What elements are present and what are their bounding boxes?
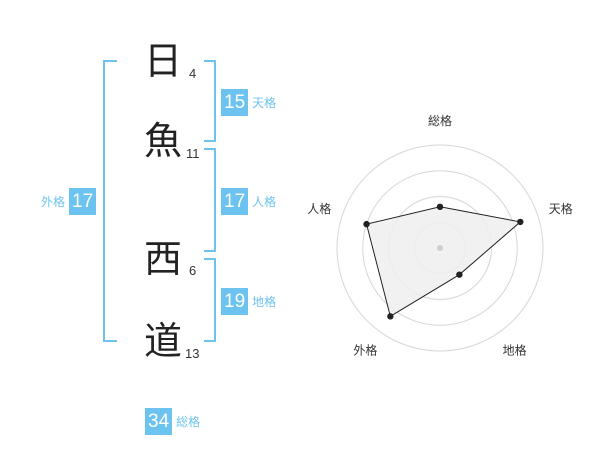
gaikaku-badge: 外格 17	[41, 188, 97, 215]
radar-point	[517, 218, 524, 226]
tenkaku-badge: 15 天格	[221, 89, 276, 116]
chikaku-label: 地格	[252, 295, 277, 309]
radar-ring	[362, 170, 518, 326]
radar-point	[387, 313, 394, 320]
tenkaku-bracket	[204, 60, 216, 142]
gaikaku-value: 17	[69, 188, 97, 215]
chikaku-bracket	[204, 258, 216, 342]
soukaku-label: 総格	[176, 415, 201, 429]
stroke-count-1: 4	[189, 66, 197, 81]
stroke-count-3: 6	[189, 263, 197, 278]
name-char-1: 日	[144, 39, 183, 83]
chikaku-badge: 19 地格	[221, 288, 276, 315]
radar-axis-label: 人格	[307, 201, 331, 216]
stroke-count-4: 13	[185, 346, 200, 361]
soukaku-value: 34	[145, 408, 173, 435]
radar-series-area	[365, 206, 522, 318]
radar-point	[363, 220, 370, 228]
jinkaku-bracket	[204, 148, 216, 252]
jinkaku-value: 17	[221, 188, 249, 215]
gaikaku-label: 外格	[41, 195, 66, 209]
tenkaku-value: 15	[221, 89, 249, 116]
stroke-count-2: 11	[186, 146, 200, 161]
name-char-3: 西	[144, 237, 183, 281]
name-char-4: 道	[144, 319, 183, 363]
name-char-2: 魚	[144, 119, 183, 163]
radar-axis-label: 地格	[503, 343, 527, 358]
radar-point	[436, 203, 444, 210]
radar-center-dot	[437, 245, 443, 251]
gaikaku-bracket	[103, 60, 117, 342]
soukaku-badge: 34 総格	[145, 408, 200, 435]
radar-axis-label: 総格	[428, 113, 452, 128]
chikaku-value: 19	[221, 288, 249, 315]
radar-ring	[336, 144, 544, 352]
radar-point	[456, 271, 463, 278]
tenkaku-label: 天格	[252, 96, 277, 110]
jinkaku-badge: 17 人格	[221, 188, 276, 215]
radar-axis-label: 天格	[549, 201, 573, 216]
radar-axis-label: 外格	[353, 343, 377, 358]
jinkaku-label: 人格	[252, 195, 277, 209]
